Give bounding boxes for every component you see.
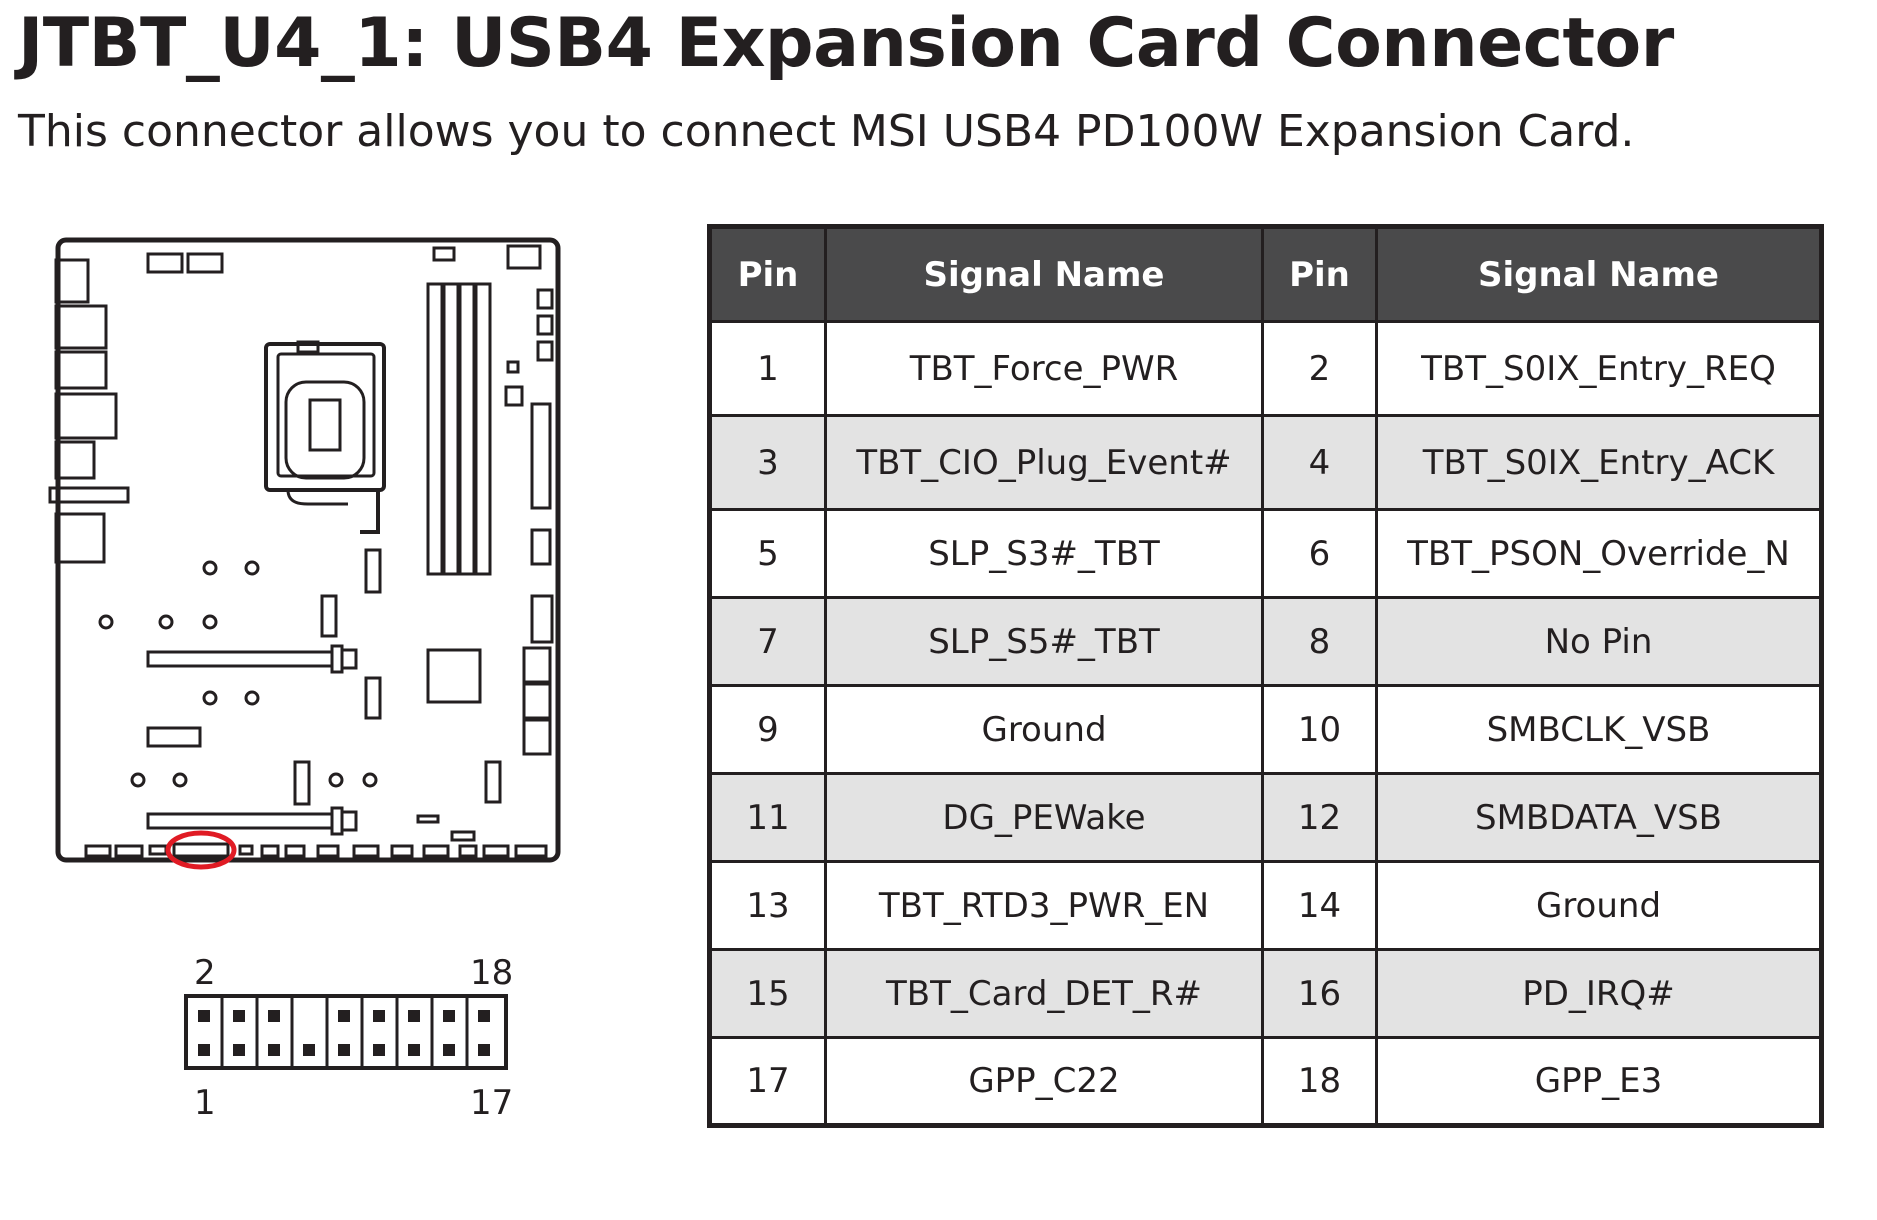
pin-number-a: 13 <box>708 860 827 951</box>
header-pin <box>338 1044 350 1056</box>
pin-number-b: 14 <box>1261 860 1378 951</box>
header-pin <box>373 1010 385 1022</box>
header-pin <box>408 1044 420 1056</box>
header-pin <box>478 1044 490 1056</box>
pin-number-a: 15 <box>708 948 827 1039</box>
pin-number-b: 6 <box>1261 508 1378 599</box>
pin-number-b: 4 <box>1261 414 1378 511</box>
header-pin <box>233 1044 245 1056</box>
mounting-holes <box>98 560 378 788</box>
signal-name-a: TBT_Force_PWR <box>824 320 1264 417</box>
signal-name-a: TBT_Card_DET_R# <box>824 948 1264 1039</box>
signal-name-a: GPP_C22 <box>824 1036 1264 1127</box>
dimm-slots <box>426 282 492 576</box>
header-pins <box>198 996 490 1068</box>
signal-name-b: SMBCLK_VSB <box>1375 684 1823 775</box>
header-pin <box>373 1044 385 1056</box>
pin-number-a: 17 <box>708 1036 827 1127</box>
header-pin <box>198 1044 210 1056</box>
signal-name-b: TBT_S0IX_Entry_ACK <box>1375 414 1823 511</box>
pin-number-b: 16 <box>1261 948 1378 1039</box>
header-pin <box>443 1010 455 1022</box>
signal-name-a: DG_PEWake <box>824 772 1264 863</box>
header-pin <box>443 1044 455 1056</box>
signal-name-b: SMBDATA_VSB <box>1375 772 1823 863</box>
pin-number-b: 10 <box>1261 684 1378 775</box>
header-signal-a: Signal Name <box>824 225 1264 323</box>
pcie-slots <box>146 644 476 842</box>
signal-name-b: TBT_PSON_Override_N <box>1375 508 1823 599</box>
header-body <box>184 994 508 1070</box>
signal-name-a: SLP_S5#_TBT <box>824 596 1264 687</box>
header-pin <box>233 1010 245 1022</box>
board-outline <box>55 237 561 863</box>
pin-number-a: 3 <box>708 414 827 511</box>
pin-number-a: 7 <box>708 596 827 687</box>
pin-label-1: 1 <box>194 1083 216 1123</box>
motherboard-diagram <box>48 237 561 870</box>
signal-name-a: Ground <box>824 684 1264 775</box>
signal-name-a: SLP_S3#_TBT <box>824 508 1264 599</box>
signal-name-a: TBT_CIO_Plug_Event# <box>824 414 1264 511</box>
page-title: JTBT_U4_1: USB4 Expansion Card Connector <box>18 4 1674 83</box>
pin-number-b: 12 <box>1261 772 1378 863</box>
page-description: This connector allows you to connect MSI… <box>18 106 1635 157</box>
pin-label-2: 2 <box>194 953 216 993</box>
signal-name-b: No Pin <box>1375 596 1823 687</box>
cpu-socket <box>264 340 386 534</box>
header-pin <box>478 1010 490 1022</box>
header-signal-b: Signal Name <box>1375 225 1823 323</box>
signal-name-a: TBT_RTD3_PWR_EN <box>824 860 1264 951</box>
header-pin-a: Pin <box>708 225 827 323</box>
pin-number-b: 2 <box>1261 320 1378 417</box>
connector-highlight <box>165 830 237 870</box>
table-header-row: Pin Signal Name Pin Signal Name <box>708 225 1823 323</box>
signal-name-b: TBT_S0IX_Entry_REQ <box>1375 320 1823 417</box>
header-pin <box>303 1044 315 1056</box>
chipset <box>426 648 482 704</box>
pin-header-diagram: 2 18 1 17 <box>180 950 540 1134</box>
pin-number-a: 11 <box>708 772 827 863</box>
signal-name-b: PD_IRQ# <box>1375 948 1823 1039</box>
jtbt-u4-1-connector <box>172 842 230 858</box>
signal-name-b: GPP_E3 <box>1375 1036 1823 1127</box>
header-pin-b: Pin <box>1261 225 1378 323</box>
pin-label-17: 17 <box>470 1083 513 1123</box>
header-pin <box>268 1044 280 1056</box>
signal-name-b: Ground <box>1375 860 1823 951</box>
pin-number-b: 8 <box>1261 596 1378 687</box>
header-pin <box>268 1010 280 1022</box>
pin-number-a: 5 <box>708 508 827 599</box>
header-pin <box>198 1010 210 1022</box>
pin-number-a: 9 <box>708 684 827 775</box>
pin-number-a: 1 <box>708 320 827 417</box>
rear-io-ports <box>48 258 130 564</box>
pin-label-18: 18 <box>470 953 513 993</box>
header-pin <box>338 1010 350 1022</box>
bottom-headers <box>84 842 548 858</box>
header-pin <box>408 1010 420 1022</box>
pin-number-b: 18 <box>1261 1036 1378 1127</box>
